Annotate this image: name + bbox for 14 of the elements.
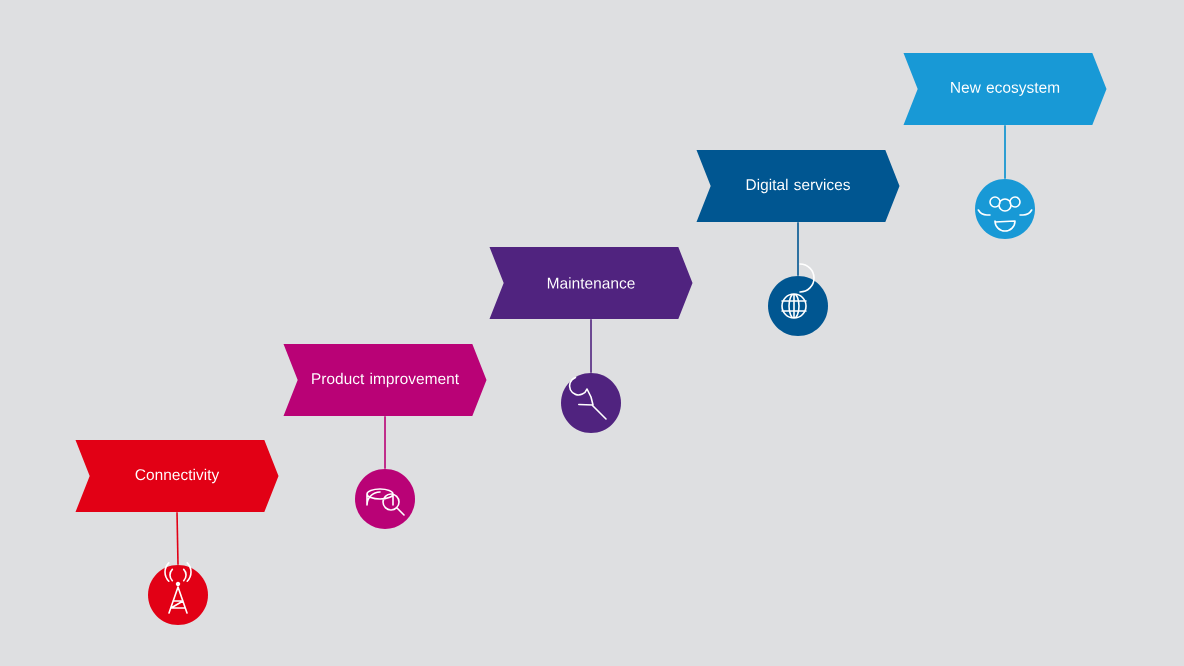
icon-circle — [355, 469, 415, 529]
chevron-box: New ecosystem — [903, 53, 1107, 125]
icon-circle — [975, 179, 1035, 239]
connector-line — [797, 221, 799, 277]
connector-line — [176, 511, 179, 566]
chevron-box: Maintenance — [489, 247, 693, 319]
icon-circle — [561, 373, 621, 433]
icon-circle — [148, 565, 208, 625]
connector-line — [590, 318, 592, 374]
chevron-box: Product improvement — [283, 344, 487, 416]
icon-circle — [768, 276, 828, 336]
connector-line — [384, 415, 386, 470]
connector-line — [1004, 124, 1006, 180]
chevron-box: Digital services — [696, 150, 900, 222]
